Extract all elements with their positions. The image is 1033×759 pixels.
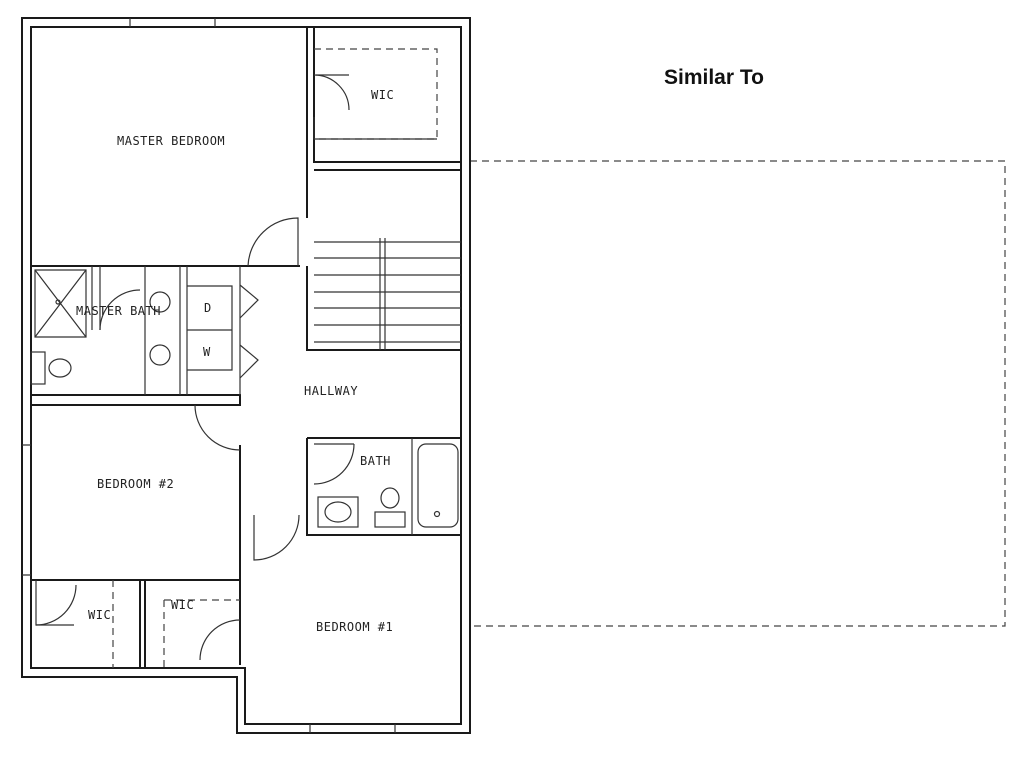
- label-master-bedroom: MASTER BEDROOM: [117, 134, 225, 148]
- label-bath: BATH: [360, 454, 391, 468]
- label-wic-bedroom-1: WIC: [171, 598, 194, 612]
- similar-to-heading: Similar To: [664, 66, 764, 89]
- label-washer: W: [203, 345, 211, 359]
- stairs: [306, 238, 461, 351]
- master-bath-walls: [30, 217, 300, 406]
- label-master-bath: MASTER BATH: [76, 304, 161, 318]
- master-bedroom-walls: [306, 27, 461, 218]
- label-hallway: HALLWAY: [304, 384, 358, 398]
- label-wic-bedroom-2: WIC: [88, 608, 111, 622]
- dashed-outline: [470, 160, 1006, 627]
- label-bedroom-1: BEDROOM #1: [316, 620, 393, 634]
- hall-bath-walls: [306, 437, 461, 536]
- label-wic-master: WIC: [371, 88, 394, 102]
- label-bedroom-2: BEDROOM #2: [97, 477, 174, 491]
- bedroom-1-wic-walls: [163, 580, 241, 668]
- bedroom-2-walls: [31, 404, 300, 668]
- exterior-walls: [21, 17, 471, 734]
- label-dryer: D: [204, 301, 212, 315]
